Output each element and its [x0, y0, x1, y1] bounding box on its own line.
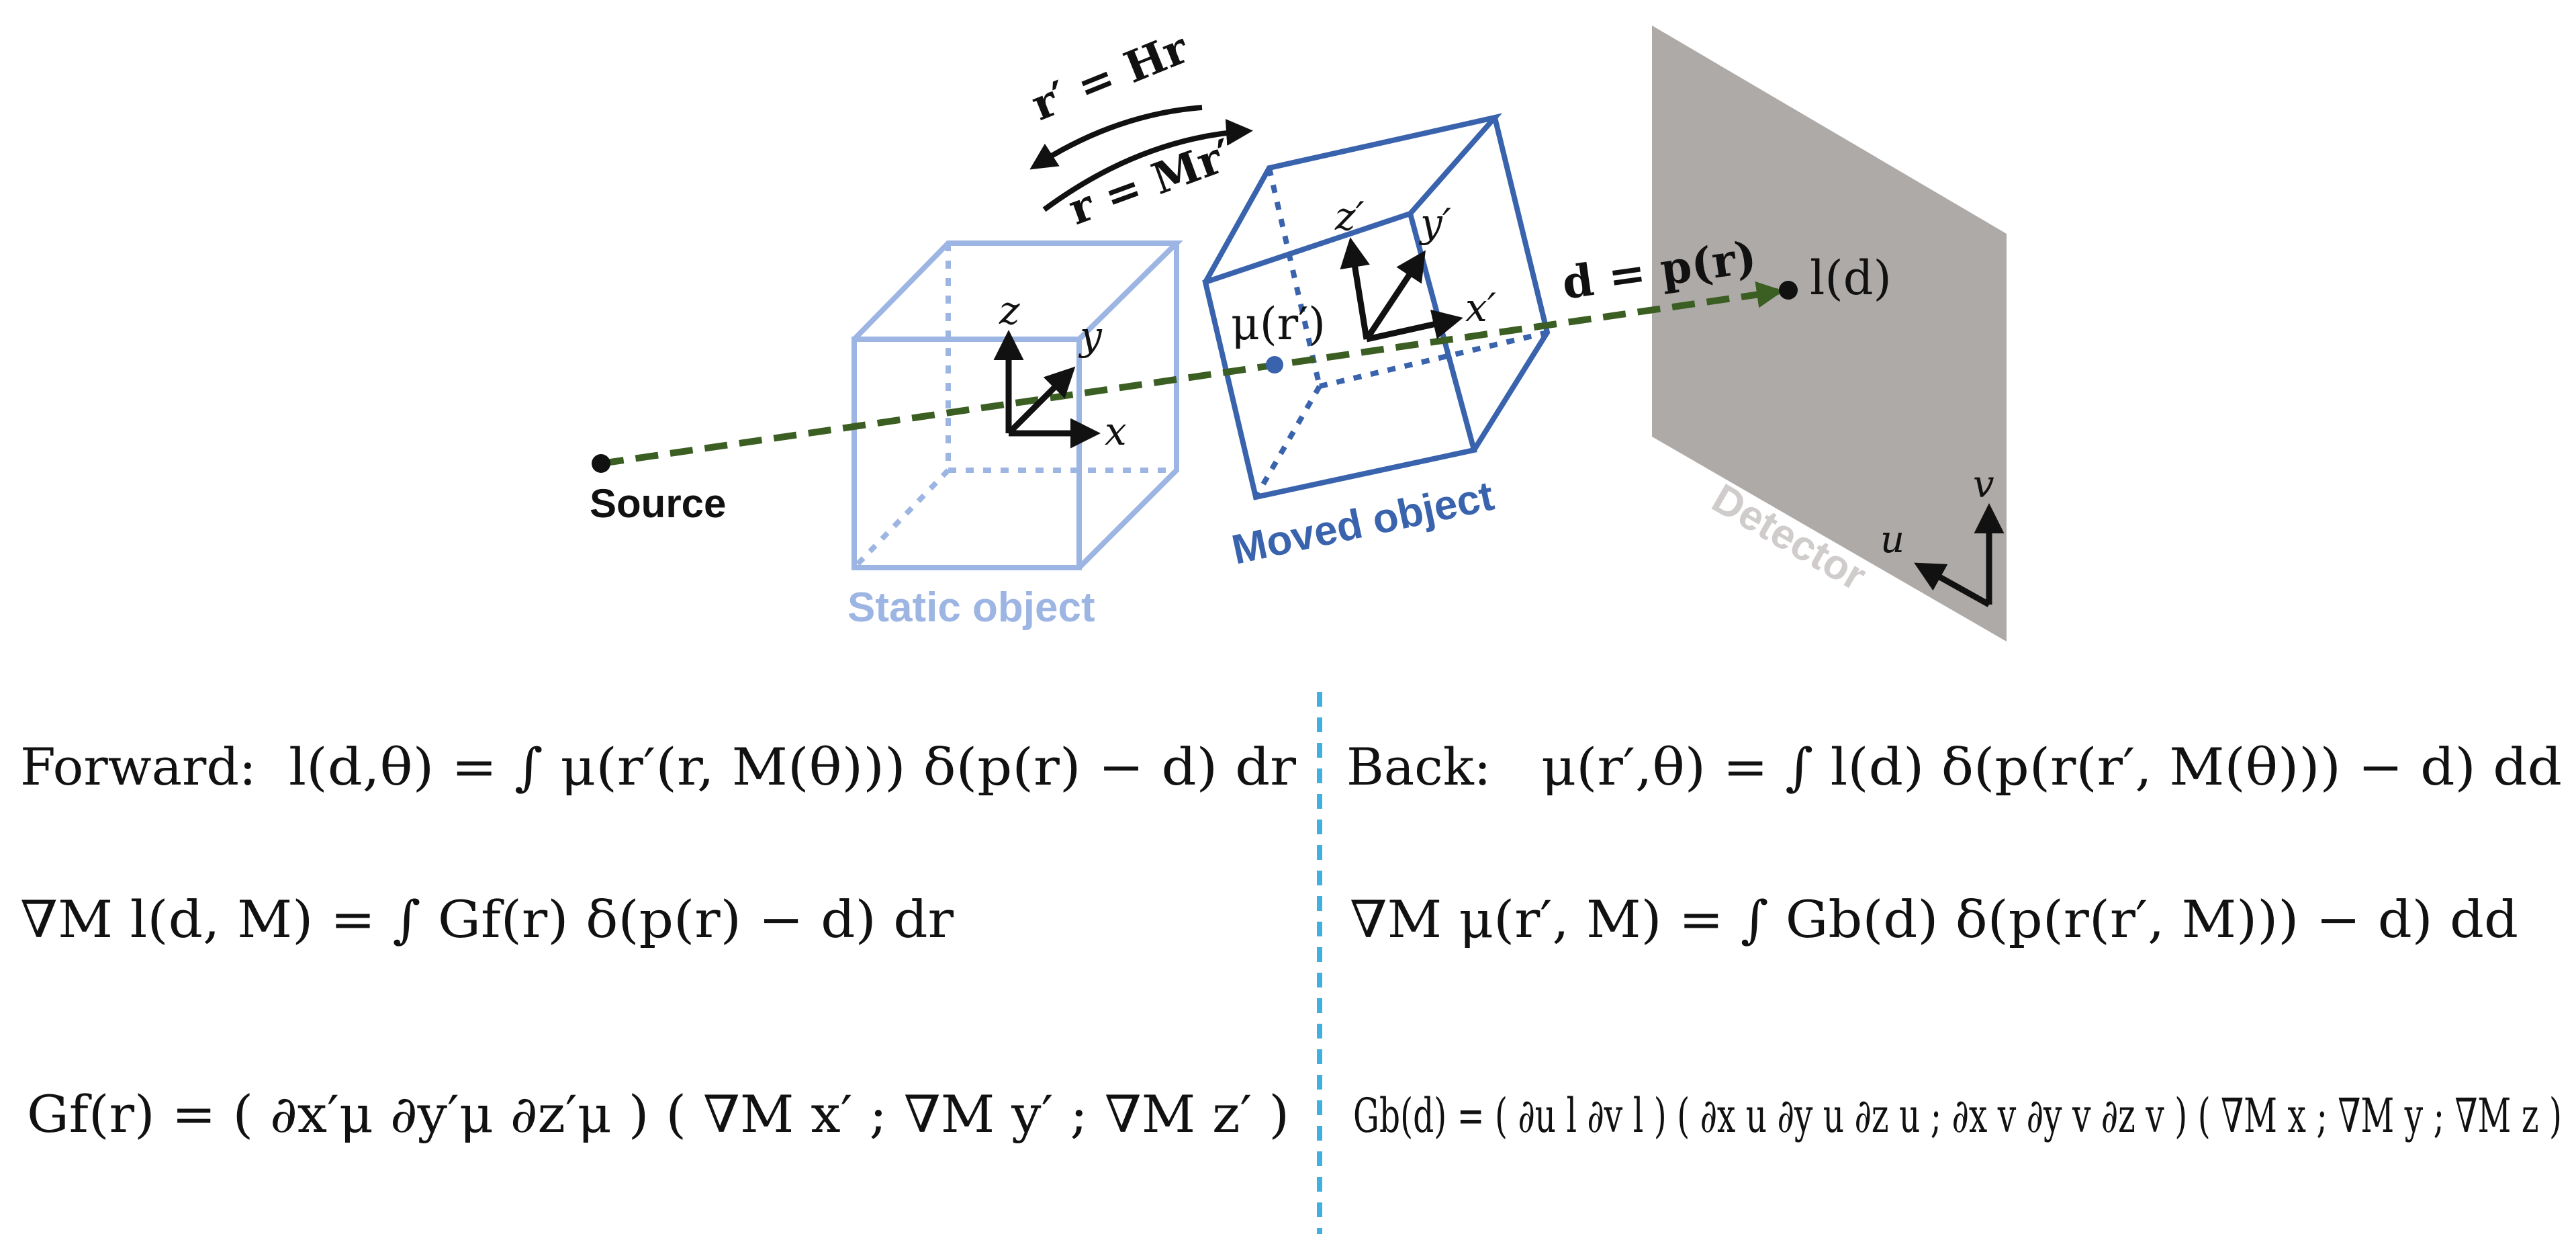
- moved-coordinate-axes-icon: [1340, 237, 1463, 343]
- object-point-marker-icon: [1266, 356, 1283, 373]
- static-coordinate-axes-icon: [993, 330, 1101, 449]
- backward-transform-label: r = Mr′: [1062, 130, 1240, 235]
- source-point-marker-icon: [592, 454, 610, 473]
- detector-axes-icon: [1914, 503, 2005, 607]
- forward-jacobian-equation: Gf(r) = ( ∂x′μ ∂y′μ ∂z′μ ) ( ∇M x′ ; ∇M …: [27, 1084, 1289, 1144]
- forward-title: Forward:: [20, 737, 257, 797]
- detector-point-marker-icon: [1779, 281, 1798, 300]
- detector-panel: v u Detector: [1652, 26, 2007, 642]
- projection-ray: [592, 281, 1798, 473]
- forward-main-equation: l(d,θ) = ∫ μ(r′(r, M(θ))) δ(p(r) − d) dr: [289, 737, 1297, 797]
- moved-object-cube: [1202, 113, 1551, 500]
- object-value-label: μ(r′): [1231, 298, 1326, 350]
- source-label: Source: [590, 481, 726, 526]
- forward-gradient-equation: ∇M l(d, M) = ∫ Gf(r) δ(p(r) − d) dr: [20, 889, 954, 949]
- moved-axis-x: x′: [1465, 285, 1496, 330]
- detector-axis-v: v: [1973, 463, 1994, 506]
- detector-value-label: l(d): [1810, 251, 1892, 306]
- transform-arrows-icon: [1029, 105, 1253, 212]
- forward-transform-label: r′ = Hr: [1025, 23, 1196, 131]
- back-gradient-equation: ∇M μ(r′, M) = ∫ Gb(d) δ(p(r(r′, M))) − d…: [1350, 889, 2518, 949]
- static-object-label: Static object: [847, 584, 1095, 631]
- back-title: Back:: [1346, 737, 1491, 797]
- static-axis-x: x: [1105, 408, 1127, 454]
- back-equations: Back: μ(r′,θ) = ∫ l(d) δ(p(r(r′, M(θ))) …: [1346, 737, 2562, 1143]
- detector-axis-u: u: [1880, 518, 1904, 562]
- moved-axis-y: y′: [1418, 200, 1451, 246]
- forward-equations: Forward: l(d,θ) = ∫ μ(r′(r, M(θ))) δ(p(r…: [20, 737, 1297, 1144]
- moved-axis-z: z′: [1334, 193, 1365, 239]
- moved-object-label: Moved object: [1228, 473, 1498, 574]
- back-main-equation: μ(r′,θ) = ∫ l(d) δ(p(r(r′, M(θ))) − d) d…: [1541, 737, 2562, 797]
- back-jacobian-equation: Gb(d) = ( ∂u l ∂v l ) ( ∂x u ∂y u ∂z u ;…: [1353, 1088, 2562, 1143]
- static-axis-z: z: [999, 288, 1020, 333]
- static-axis-y: y: [1078, 313, 1103, 359]
